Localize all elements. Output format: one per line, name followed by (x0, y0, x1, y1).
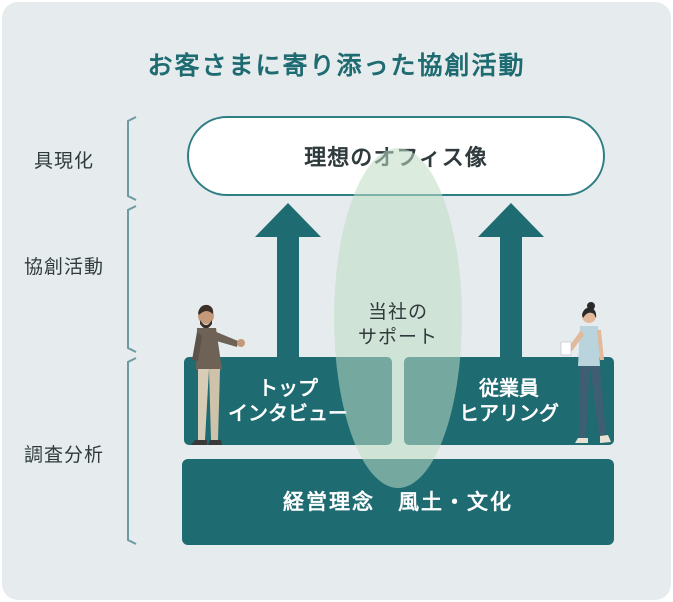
company-support-label: 当社の サポート (357, 301, 438, 348)
stage-label-cocreation: 協創活動 (23, 256, 104, 278)
bracket-realization (127, 116, 137, 201)
philosophy-culture-label: 経営理念 風土・文化 (283, 489, 513, 514)
top-interview-label: トップ インタビュー (228, 376, 348, 425)
right-up-arrow (478, 203, 544, 358)
left-up-arrow (255, 203, 321, 358)
stage-label-realization: 具現化 (33, 150, 94, 172)
company-support-oval (334, 148, 462, 488)
employee-hearing-label: 従業員 ヒアリング (459, 376, 559, 425)
diagram-title: お客さまに寄り添った協創活動 (147, 51, 526, 80)
bracket-research (127, 357, 137, 545)
stage-label-research: 調査分析 (23, 444, 104, 466)
bracket-cocreation (127, 205, 137, 353)
